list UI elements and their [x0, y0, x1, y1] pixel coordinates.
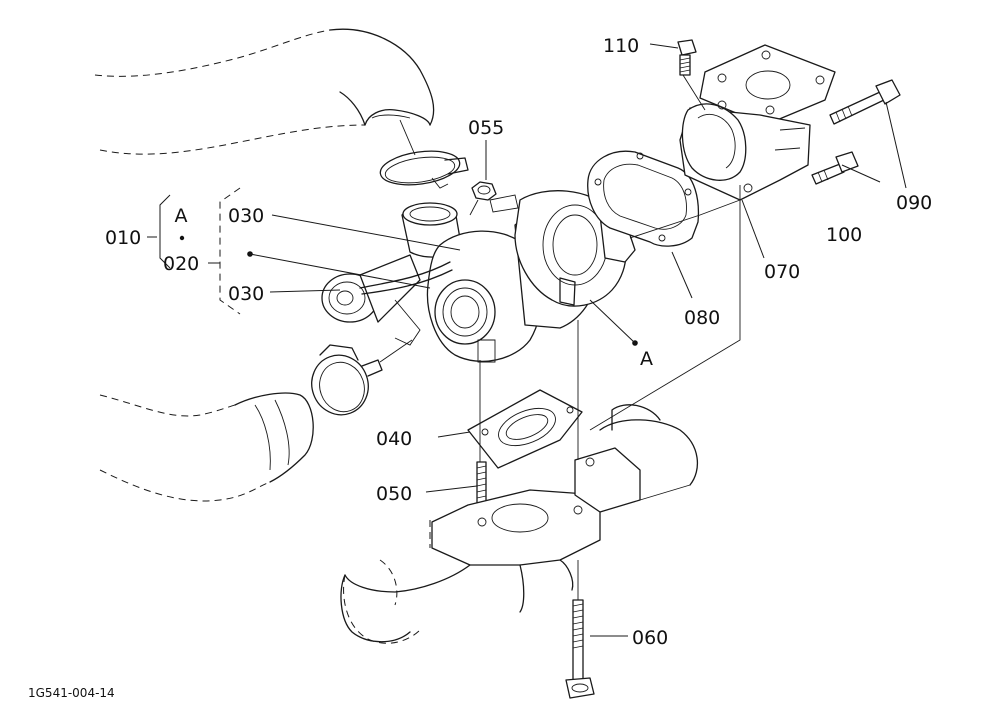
gasket-040 [467, 389, 583, 469]
group-bracket [147, 187, 241, 315]
leader-lines [247, 43, 907, 637]
label-110: 110 [603, 35, 639, 57]
label-040: 040 [376, 428, 412, 450]
label-080: 080 [684, 307, 720, 329]
label-020: 020 [163, 253, 199, 275]
turbocharger-body [321, 190, 636, 363]
bolt-090 [829, 79, 901, 125]
nut-055 [471, 181, 497, 201]
label-055: 055 [468, 117, 504, 139]
label-030-upper: 030 [228, 205, 264, 227]
exhaust-manifold [340, 404, 699, 644]
lower-intake-pipe [99, 392, 314, 502]
gasket-080 [587, 150, 700, 247]
bolt-110 [677, 39, 697, 76]
label-070: 070 [764, 261, 800, 283]
label-030-lower: 030 [228, 283, 264, 305]
bolt-060 [565, 599, 595, 699]
label-group-a: A [175, 205, 188, 227]
group-dot [179, 235, 185, 241]
label-050: 050 [376, 483, 412, 505]
label-010: 010 [105, 227, 141, 249]
bolt-100 [811, 151, 859, 185]
lower-hose-clamp [311, 344, 383, 416]
label-060: 060 [632, 627, 668, 649]
label-090: 090 [896, 192, 932, 214]
upper-intake-pipe [94, 28, 435, 155]
upper-hose-clamp [379, 150, 469, 189]
label-ref-a: A [640, 348, 653, 370]
label-100: 100 [826, 224, 862, 246]
assembly-lines [379, 74, 741, 600]
exhaust-elbow-070 [679, 44, 836, 201]
drawing-code: 1G541-004-14 [28, 686, 115, 700]
